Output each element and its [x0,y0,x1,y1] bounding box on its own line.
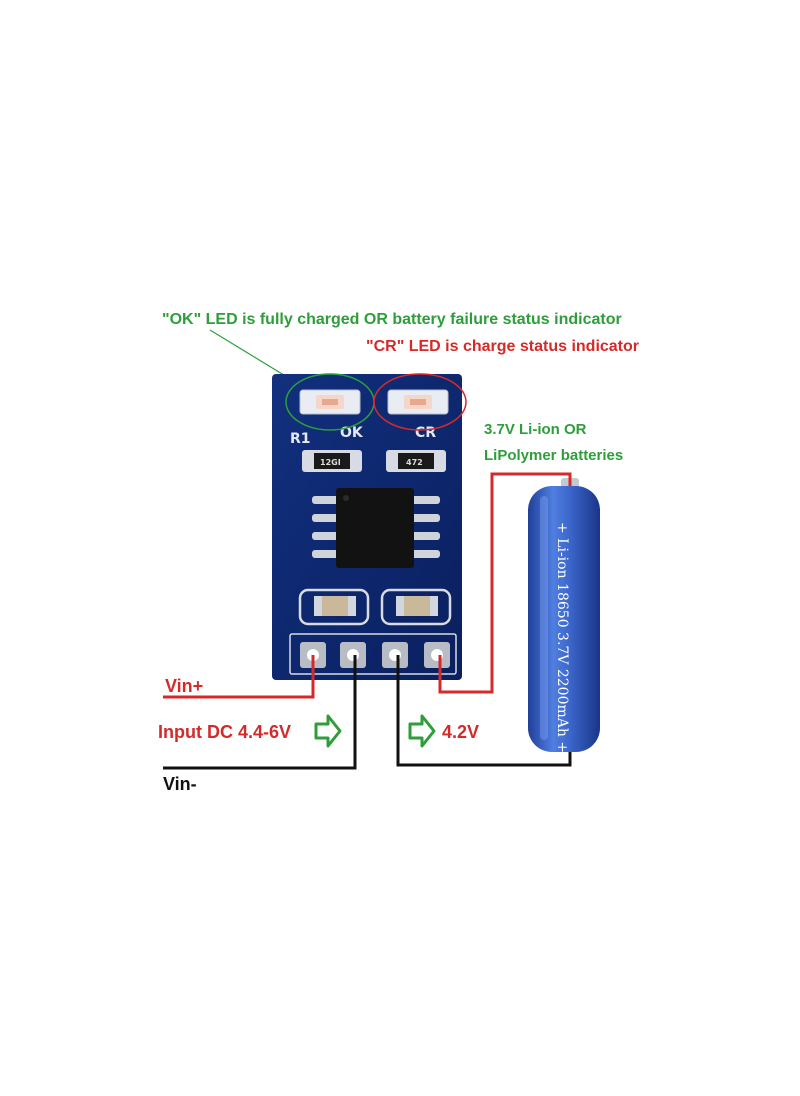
resistor-r1: 12GI [302,450,362,472]
pin-header-outline [289,633,457,675]
wire-battery-negative [396,655,572,767]
input-arrow-icon [314,714,342,748]
silk-ok-label: OK [340,425,364,441]
wire-vin-plus [163,655,315,699]
cr-led-highlight [373,373,467,431]
resistor-r2-code: 472 [406,458,423,467]
li-ion-battery: + Li-ion 18650 3.7V 2200mAh + [528,478,600,753]
pin-pads [300,642,450,668]
input-dc-label: Input DC 4.4-6V [158,722,291,742]
ok-led [299,389,361,415]
vin-plus-label: Vin+ [165,676,203,696]
battery-label: + Li-ion 18650 3.7V 2200mAh + [554,522,570,753]
battery-annotation-line2: LiPolymer batteries [484,447,623,464]
ok-leader-line [209,329,293,381]
output-arrow-icon [408,714,436,748]
ic-pin1-dot [343,495,349,501]
silk-r1-label: R1 [290,431,311,447]
vin-minus-label: Vin- [163,774,197,794]
battery-annotation-line1: 3.7V Li-ion OR [484,421,587,438]
wire-battery-positive [438,472,572,694]
cr-led [387,389,449,415]
silk-cr-label: CR [415,425,436,441]
pcb-board: R1 OK CR 12GI 472 [272,374,462,680]
ic-pins [312,496,440,558]
wire-vin-minus [163,655,357,770]
resistor-r2: 472 [386,450,446,472]
resistor-r1-code: 12GI [320,458,341,467]
cr-led-annotation: "CR" LED is charge status indicator [366,338,639,355]
ic-chip [336,488,414,568]
capacitor-left [298,588,370,626]
capacitor-right [380,588,452,626]
output-voltage-label: 4.2V [442,722,479,742]
ok-led-annotation: "OK" LED is fully charged OR battery fai… [162,311,622,328]
